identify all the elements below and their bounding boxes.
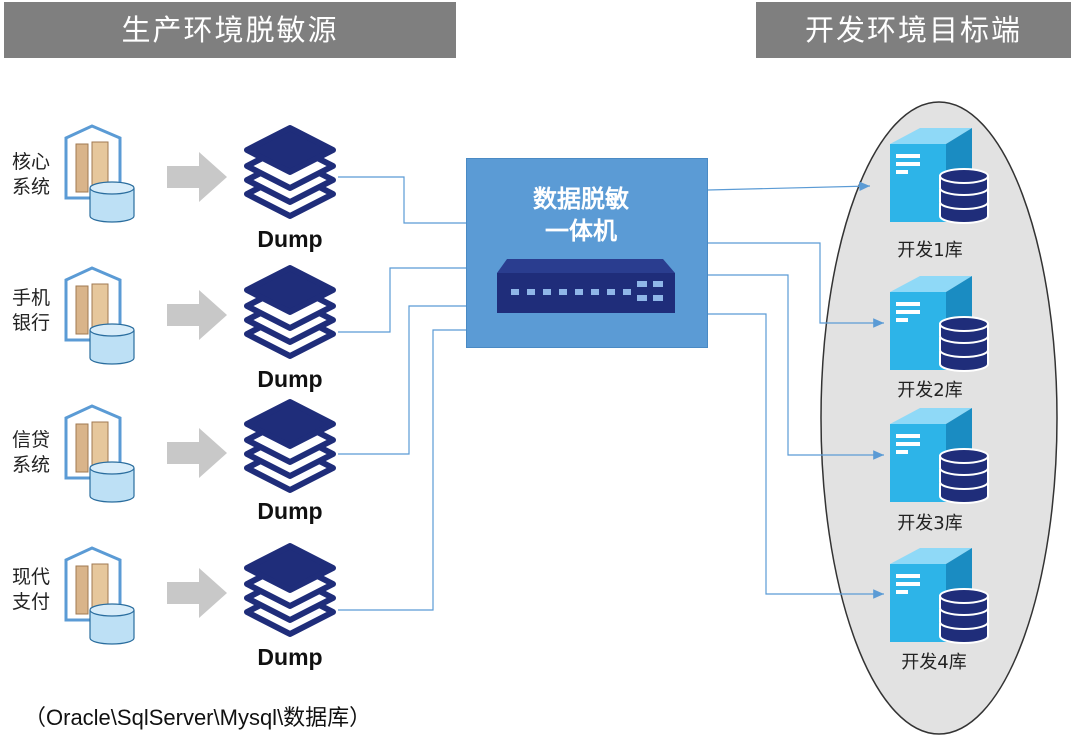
source-label-credit: 信贷 系统 xyxy=(12,429,51,476)
database-building-icon xyxy=(64,266,135,365)
database-building-icon xyxy=(64,124,135,223)
right-arrow-icon xyxy=(167,568,227,618)
stacked-layers-icon xyxy=(244,265,336,359)
source-label-mobile: 手机 银行 xyxy=(12,287,51,334)
target-label-dev2: 开发2库 xyxy=(897,380,963,401)
server-database-icon xyxy=(890,128,989,224)
target-label-dev4: 开发4库 xyxy=(901,652,967,673)
source-label-core: 核心 系统 xyxy=(12,151,51,198)
stacked-layers-icon xyxy=(244,125,336,219)
right-arrow-icon xyxy=(167,290,227,340)
right-arrow-icon xyxy=(167,152,227,202)
stacked-layers-icon xyxy=(244,543,336,637)
dump-label: Dump xyxy=(257,226,323,252)
dump-label: Dump xyxy=(257,644,323,670)
database-building-icon xyxy=(64,404,135,503)
masking-appliance-box: 数据脱敏 一体机 xyxy=(466,158,708,348)
stacked-layers-icon xyxy=(244,399,336,493)
database-building-icon xyxy=(64,546,135,645)
right-arrow-icon xyxy=(167,428,227,478)
network-switch-icon xyxy=(497,259,675,313)
server-database-icon xyxy=(890,408,989,504)
server-database-icon xyxy=(890,276,989,372)
source-label-payment: 现代 支付 xyxy=(12,566,51,613)
target-label-dev3: 开发3库 xyxy=(897,513,963,534)
server-database-icon xyxy=(890,548,989,644)
database-types-footnote: （Oracle\SqlServer\Mysql\数据库） xyxy=(24,705,372,730)
dump-label: Dump xyxy=(257,366,323,392)
source-environment-header: 生产环境脱敏源 xyxy=(4,2,456,58)
dump-label: Dump xyxy=(257,498,323,524)
target-environment-header: 开发环境目标端 xyxy=(756,2,1071,58)
target-label-dev1: 开发1库 xyxy=(897,240,963,261)
appliance-title: 数据脱敏 一体机 xyxy=(533,185,629,245)
